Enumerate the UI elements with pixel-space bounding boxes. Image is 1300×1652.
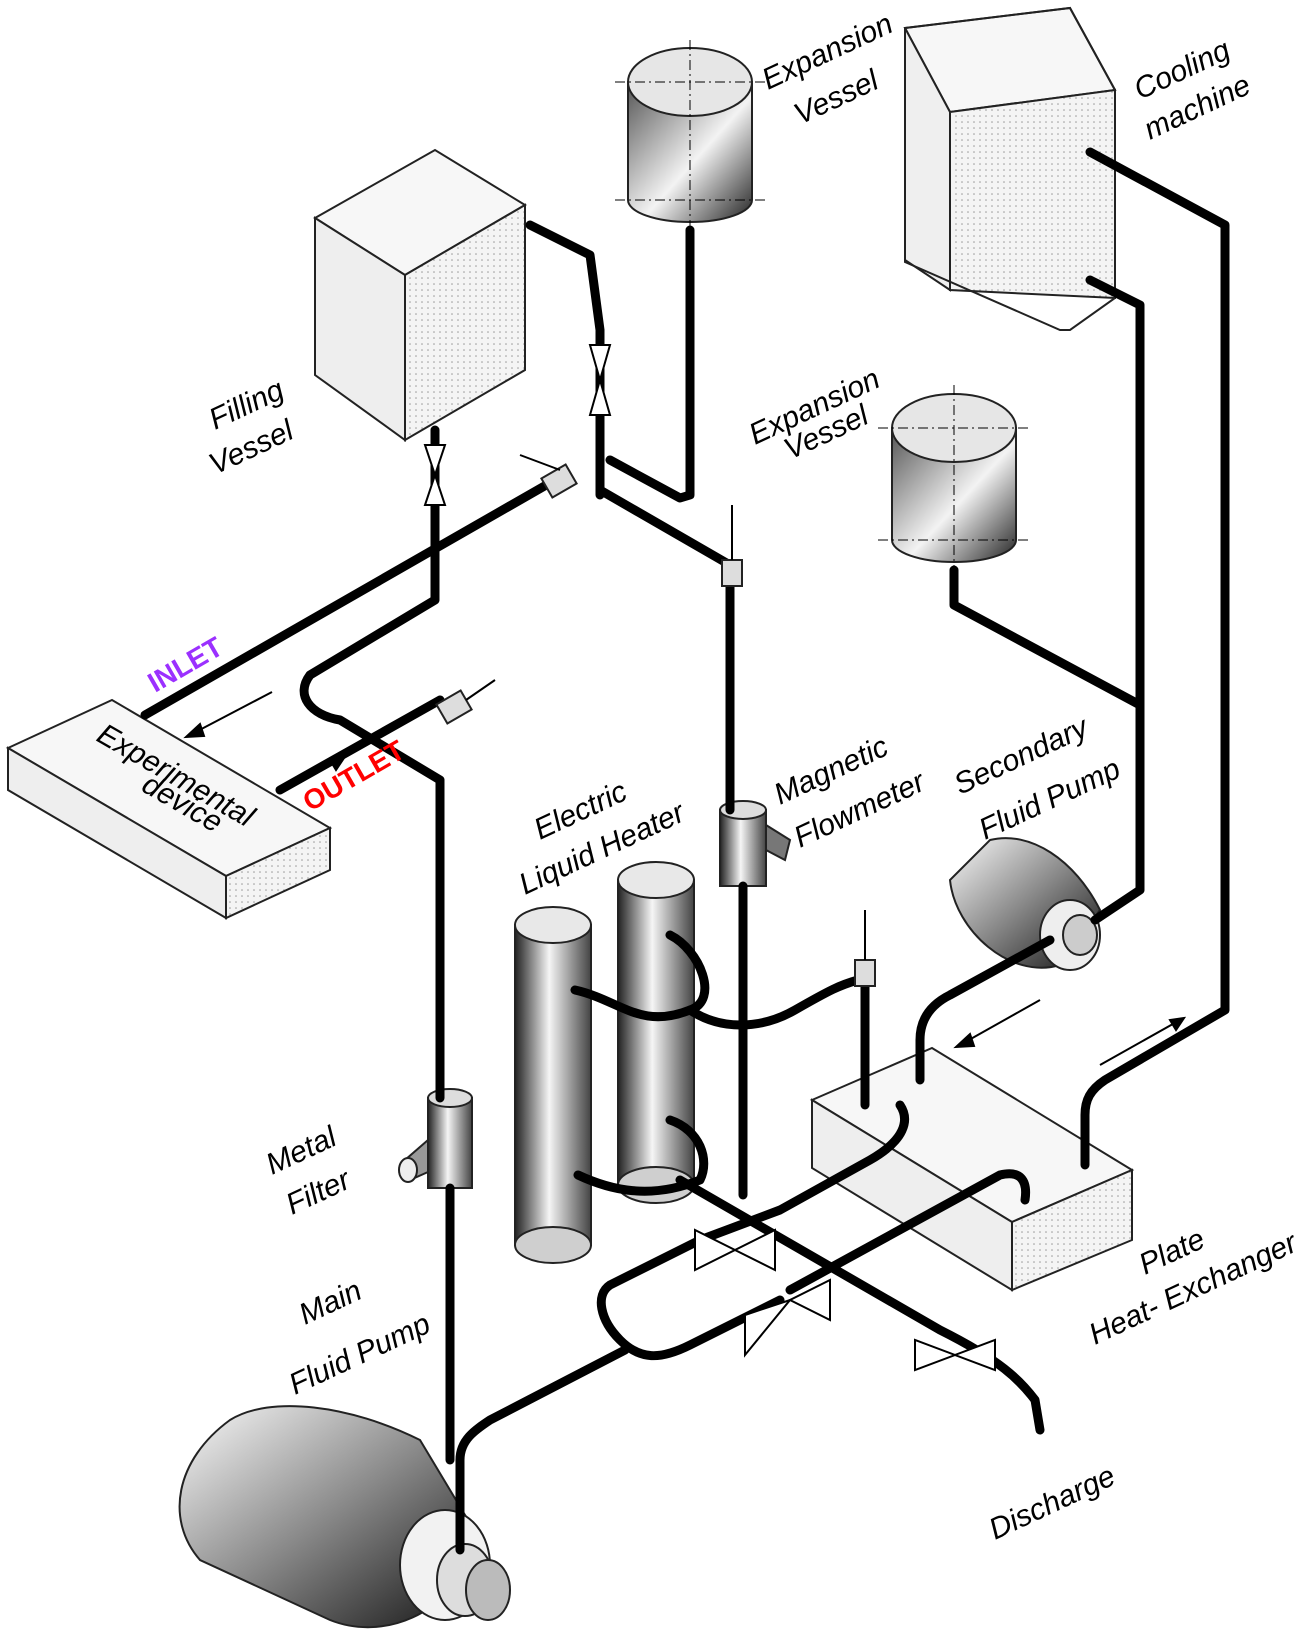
main-fluid-pump [178, 1405, 511, 1629]
plate-heat-exchanger [809, 1046, 1135, 1292]
label-cooling-machine: Cooling machine [1129, 33, 1256, 146]
label-metal-filter: Metal Filter [261, 1120, 356, 1221]
piping-network [140, 147, 1230, 1555]
label-secondary-fluid-pump: Secondary Fluid Pump [949, 710, 1125, 846]
filling-vessel [313, 148, 527, 442]
tee-fittings [435, 454, 876, 987]
expansion-vessel-top [615, 40, 765, 250]
label-magnetic-flowmeter: Magnetic Flowmeter [769, 730, 931, 854]
cooling-machine [903, 6, 1117, 331]
label-expansion-vessel-mid: Expansion Vessel [744, 362, 885, 466]
electric-liquid-heater [514, 861, 695, 1264]
valves [423, 344, 996, 1372]
expansion-vessel-mid [878, 385, 1030, 580]
experimental-device [5, 698, 333, 920]
label-main-fluid-pump: Main Fluid Pump [284, 1274, 435, 1401]
label-expansion-vessel-top: Expansion Vessel [757, 7, 898, 131]
label-discharge: Discharge [984, 1459, 1120, 1546]
metal-filter [398, 1088, 473, 1189]
secondary-fluid-pump [948, 837, 1102, 971]
flow-arrows [183, 691, 1187, 1066]
label-main-fluid-pump-line1: Main [294, 1274, 367, 1331]
label-filling-vessel: Filling Vessel [204, 373, 300, 481]
